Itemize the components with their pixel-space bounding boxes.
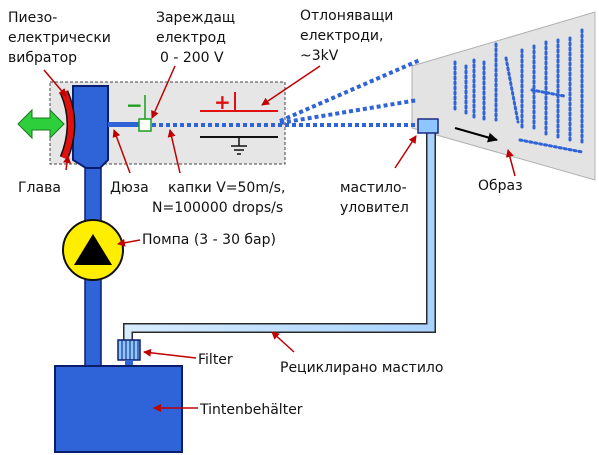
deflected-drops-upper <box>279 58 421 123</box>
label-charging-line3: 0 - 200 V <box>160 50 224 66</box>
label-charging-line1: Зареждащ <box>156 10 235 26</box>
label-head: Глава <box>18 180 61 196</box>
piezo-vibrator <box>61 90 74 160</box>
label-image: Образ <box>478 178 523 194</box>
label-deflecting-line3: ~3kV <box>300 48 339 64</box>
label-piezo: Пиезо- електрически вибратор <box>8 10 111 66</box>
label-deflecting-line1: Отлоняващи <box>300 8 393 24</box>
gutter-box <box>417 118 439 134</box>
label-drops-line2: N=100000 drops/s <box>152 200 283 216</box>
label-filter: Filter <box>198 352 233 368</box>
label-gutter-line1: мастило- <box>340 180 407 196</box>
label-drops-line1: капки V=50m/s, <box>168 180 285 196</box>
scan-direction-arrow <box>454 127 498 143</box>
print-head <box>72 85 109 169</box>
callout-nozzle <box>112 129 131 174</box>
label-charging: Зареждащ електрод 0 - 200 V <box>156 10 235 66</box>
printed-dots <box>453 28 584 154</box>
nozzle <box>108 122 140 127</box>
charging-sign: − <box>126 93 143 117</box>
ink-tank <box>54 365 183 453</box>
filter-neck <box>125 360 133 368</box>
callout-recycled <box>271 331 295 353</box>
callout-charging <box>151 65 176 119</box>
label-gutter-line2: уловител <box>340 200 409 216</box>
label-piezo-line3: вибратор <box>8 50 77 66</box>
callout-filter <box>143 348 197 359</box>
label-recycled: Рециклирано мастило <box>280 360 443 376</box>
filter-ribs <box>121 340 139 360</box>
callout-piezo <box>43 69 67 97</box>
callout-pump <box>117 238 141 247</box>
ground-icon <box>231 137 247 155</box>
label-nozzle: Дюза <box>110 180 149 196</box>
label-piezo-line1: Пиезо- <box>8 10 57 26</box>
label-deflecting: Отлоняващи електроди, ~3kV <box>300 8 393 64</box>
label-deflecting-line2: електроди, <box>300 28 383 44</box>
vibration-arrow <box>17 108 65 140</box>
filter <box>117 339 141 361</box>
label-charging-line2: електрод <box>156 30 226 46</box>
callout-image <box>505 149 516 177</box>
label-tank: Tintenbehälter <box>199 402 303 418</box>
callout-head <box>63 155 71 171</box>
image-plate <box>411 11 596 181</box>
charging-electrode <box>138 118 152 132</box>
deflected-drops-lower <box>279 98 419 125</box>
label-pump: Помпа (3 - 30 бар) <box>142 232 276 248</box>
callout-gutter <box>394 135 417 169</box>
label-piezo-line2: електрически <box>8 30 111 46</box>
callout-deflecting <box>261 65 321 106</box>
pump-triangle-icon <box>74 234 112 265</box>
callout-drops <box>167 129 181 174</box>
deflect-plus-sign: + <box>214 90 231 114</box>
